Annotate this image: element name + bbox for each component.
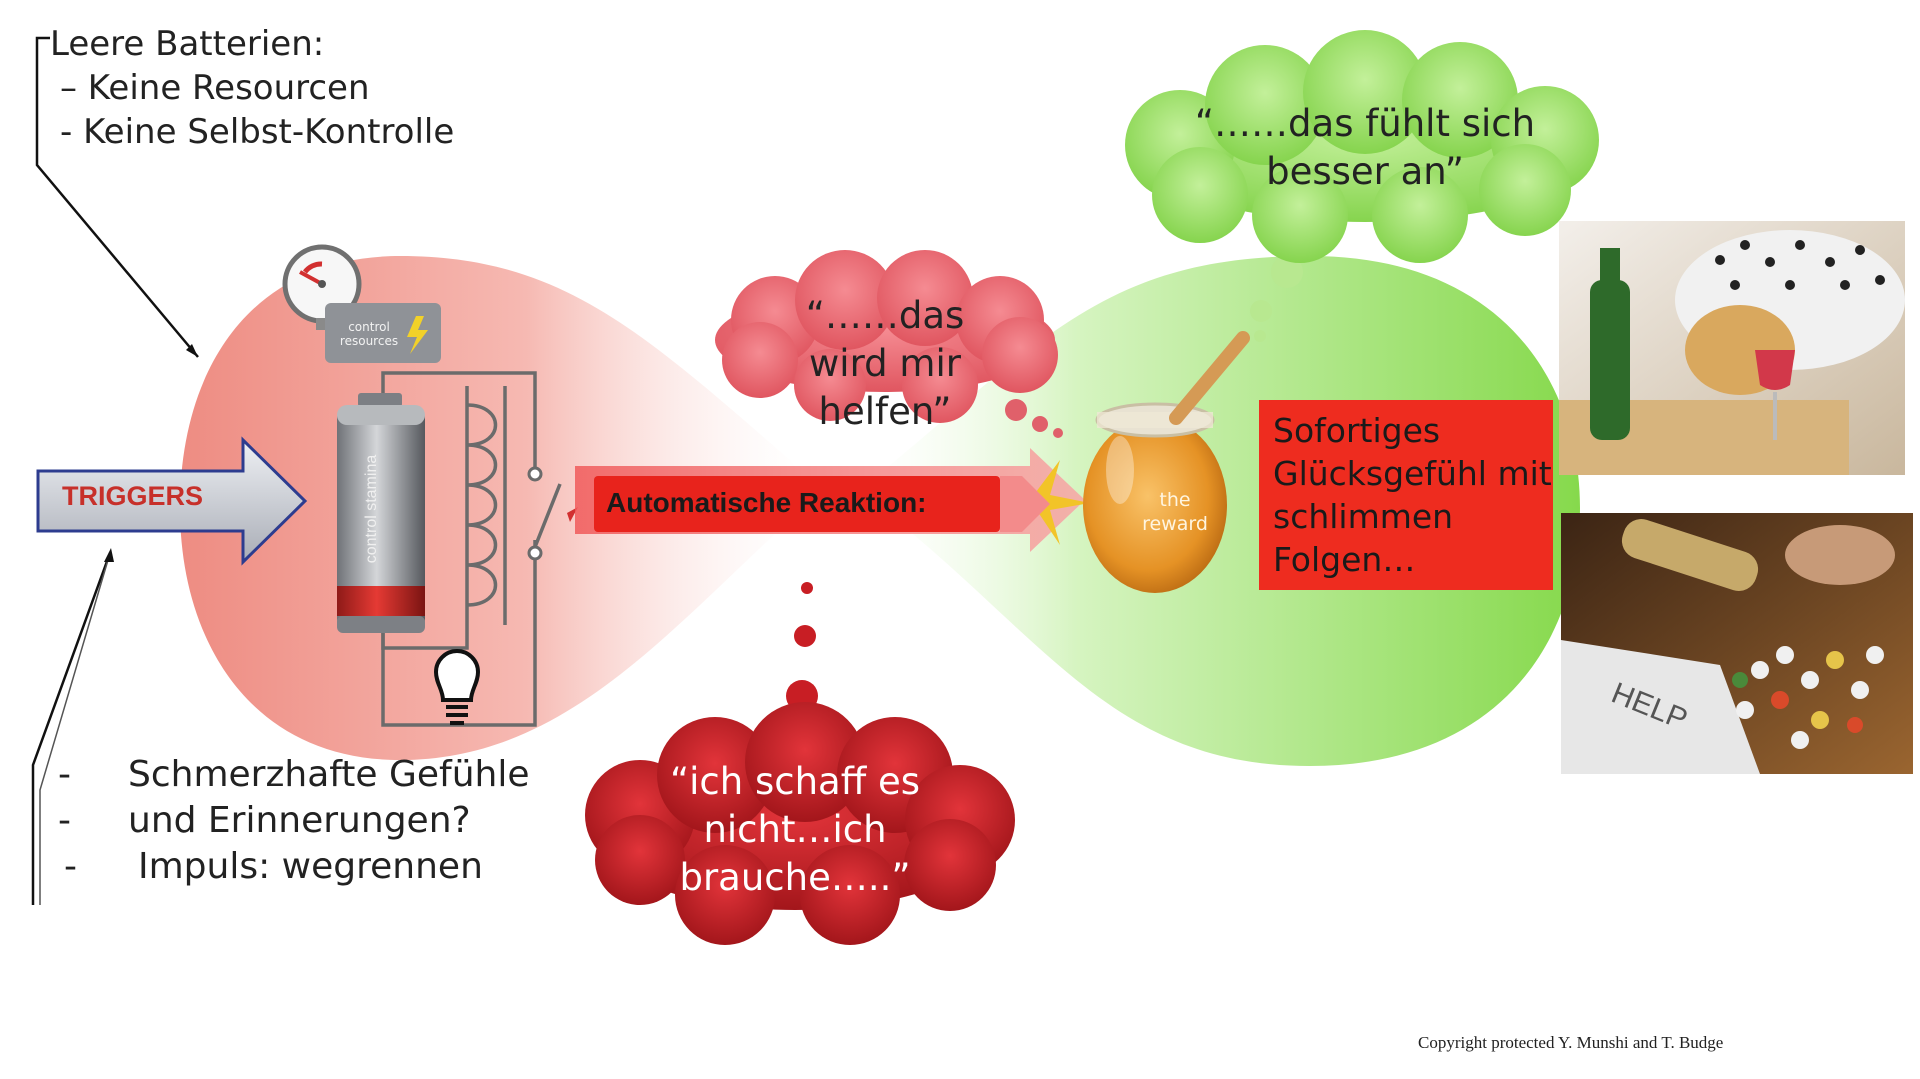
thought-dot [1032, 416, 1048, 432]
list-item: – Keine Resourcen [60, 68, 370, 108]
battery-icon [337, 393, 425, 633]
thought-dot [1271, 256, 1303, 288]
list-item: -und Erinnerungen? [58, 800, 471, 841]
thought-dot [1250, 300, 1272, 322]
photo-pills [1561, 513, 1913, 774]
reaction-arrow-burst [1030, 460, 1090, 545]
pink-cloud [715, 250, 1058, 423]
lightning-icon [407, 316, 428, 354]
gauge-icon [282, 244, 362, 330]
photo-alcohol [1559, 221, 1905, 475]
triggers-arrow [36, 436, 308, 566]
coil-icon [466, 403, 498, 607]
pink-cloud-text: “……das wird mir helfen” [805, 294, 965, 433]
list-item: -Schmerzhafte Gefühle [58, 754, 530, 795]
red-cloud-text: “ich schaff es nicht…ich brauche…..” [669, 760, 921, 899]
reward-label: the reward [1142, 489, 1208, 535]
empty-battery-list: Leere Batterien: – Keine Resourcen - Kei… [50, 22, 454, 154]
reaction-box [594, 476, 1000, 532]
result-box [1259, 400, 1553, 590]
reaction-label: Automatische Reaktion: [606, 487, 927, 518]
control-resources-box [325, 303, 441, 363]
arrowhead-bottom [104, 548, 114, 562]
reaction-box-point [1000, 476, 1050, 532]
lightbulb-icon [433, 649, 481, 725]
thought-dot [1254, 330, 1266, 342]
copyright-notice: Copyright protected Y. Munshi and T. Bud… [1418, 1033, 1724, 1052]
triggers-label: TRIGGERS [62, 481, 204, 511]
pointer-line-bottom [31, 552, 112, 905]
thought-dot [801, 582, 813, 594]
thought-dot [1053, 428, 1063, 438]
pointer-line-bottom-2 [39, 559, 109, 905]
green-cloud-text: “……das fühlt sich besser an” [1194, 102, 1536, 193]
list-item: -Impuls: wegrennen [64, 846, 483, 887]
list-item: - Keine Selbst-Kontrolle [60, 112, 455, 152]
red-cloud [585, 702, 1015, 945]
pointer-line-top [35, 36, 199, 358]
result-box-text: Sofortiges Glücksgefühl mit schlimmen Fo… [1273, 411, 1552, 579]
thought-dot [1005, 399, 1027, 421]
honey-jar-icon [1083, 331, 1250, 593]
green-cloud [1125, 30, 1599, 263]
trigger-causes-list: -Schmerzhafte Gefühle -und Erinnerungen?… [58, 752, 530, 890]
thought-dot [794, 625, 816, 647]
gauge-label: control resources [339, 320, 399, 348]
list-heading: Leere Batterien: [50, 24, 325, 64]
arrowhead-top [186, 344, 198, 357]
switch-icon [527, 466, 578, 561]
